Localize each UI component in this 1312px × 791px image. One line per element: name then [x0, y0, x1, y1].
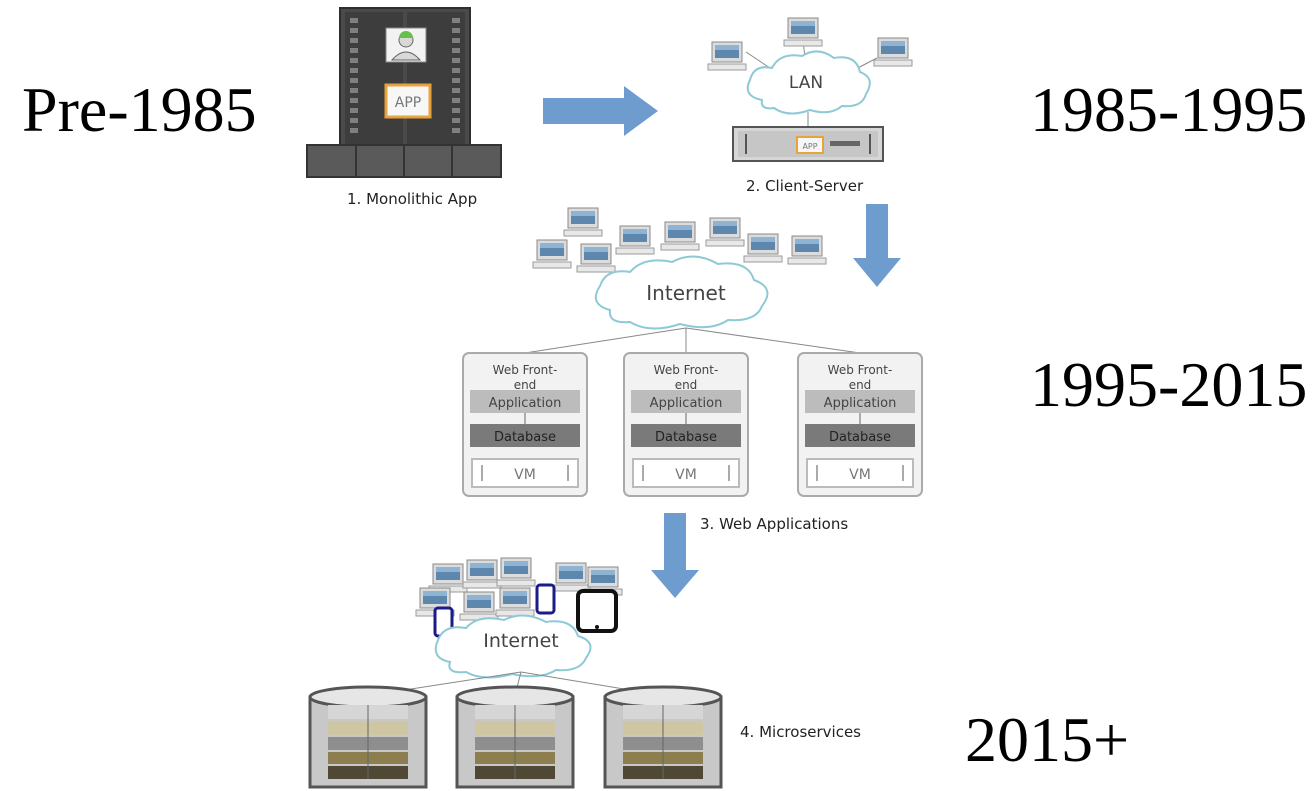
microservice-container-2 — [455, 685, 575, 789]
microservice-container-3 — [603, 685, 723, 789]
svg-text:Web Front-: Web Front- — [654, 363, 719, 377]
svg-text:VM: VM — [849, 467, 871, 483]
era-label-pre-1985: Pre-1985 — [22, 74, 257, 145]
arrow-right — [543, 86, 658, 136]
svg-text:Application: Application — [650, 396, 723, 411]
era-label-1995-2015: 1995-2015 — [1030, 349, 1308, 420]
tablet-icon — [576, 589, 618, 633]
web-applications-diagram: Internet — [524, 207, 861, 354]
internet-label-2: Internet — [483, 630, 558, 652]
svg-text:VM: VM — [514, 467, 536, 483]
caption-microservices: 4. Microservices — [740, 723, 861, 741]
arrow-down-2 — [651, 513, 699, 598]
caption-web-applications: 3. Web Applications — [700, 515, 849, 533]
phone-icon-2 — [535, 583, 556, 615]
internet-cloud-2 — [434, 614, 592, 679]
monolithic-server-rack: APP — [306, 7, 502, 178]
svg-text:end: end — [675, 378, 698, 392]
internet-label-1: Internet — [646, 281, 726, 305]
microservice-container-1 — [308, 685, 428, 789]
web-app-server-1: Web Front- end Application Database VM — [462, 352, 588, 497]
client-server-diagram: LAN APP — [707, 17, 913, 162]
user-card-icon — [385, 27, 427, 63]
svg-text:end: end — [514, 378, 537, 392]
svg-text:Web Front-: Web Front- — [493, 363, 558, 377]
svg-text:Database: Database — [829, 430, 891, 445]
caption-client-server: 2. Client-Server — [746, 177, 864, 195]
era-label-2015-plus: 2015+ — [965, 704, 1130, 775]
svg-text:Application: Application — [824, 396, 897, 411]
svg-text:VM: VM — [675, 467, 697, 483]
svg-text:Application: Application — [489, 396, 562, 411]
lan-cloud — [746, 50, 871, 115]
caption-monolithic-app: 1. Monolithic App — [347, 190, 478, 208]
internet-cloud-1 — [594, 255, 769, 330]
microservices-diagram: Internet — [308, 557, 723, 789]
svg-text:end: end — [849, 378, 872, 392]
web-app-server-2: Web Front- end Application Database VM — [623, 352, 749, 497]
web-app-server-3: Web Front- end Application Database VM — [797, 352, 923, 497]
app-label: APP — [395, 95, 421, 111]
arrow-down-1 — [853, 204, 901, 287]
svg-text:Database: Database — [494, 430, 556, 445]
svg-text:Database: Database — [655, 430, 717, 445]
svg-text:APP: APP — [802, 142, 817, 151]
svg-text:Web Front-: Web Front- — [828, 363, 893, 377]
app-box — [384, 83, 432, 119]
era-label-1985-1995: 1985-1995 — [1030, 74, 1308, 145]
lan-label: LAN — [789, 73, 823, 93]
